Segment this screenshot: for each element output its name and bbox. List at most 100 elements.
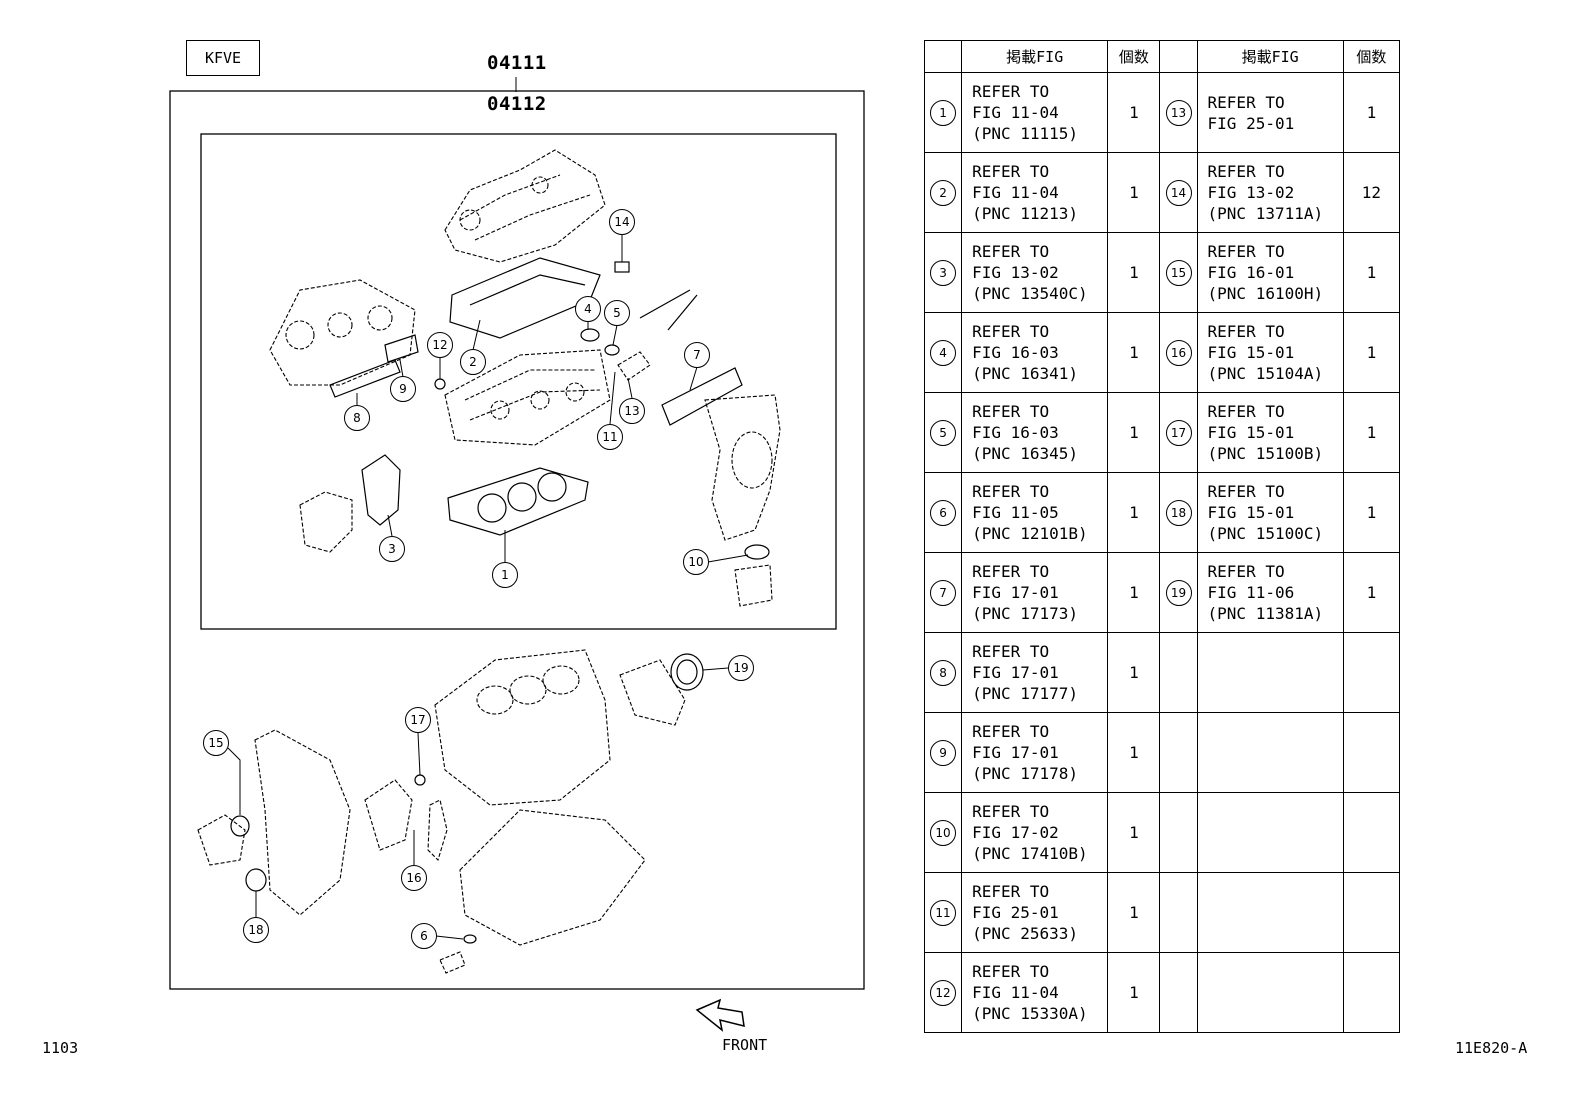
rear-oil-seal-retainer bbox=[619, 653, 704, 726]
callout-18: 18 bbox=[243, 917, 269, 943]
right-item-quantity: 1 bbox=[1342, 232, 1401, 313]
item-number-circle: 12 bbox=[930, 979, 957, 1006]
gasket-16 bbox=[427, 799, 448, 862]
left-item-number: 6 bbox=[923, 472, 963, 553]
header-qty-right: 個数 bbox=[1342, 40, 1401, 73]
right-item-number: 14 bbox=[1159, 152, 1198, 233]
item-number-circle: 15 bbox=[1165, 259, 1192, 286]
oil-pump bbox=[364, 779, 413, 851]
right-item-number bbox=[1159, 712, 1198, 793]
right-item-quantity: 1 bbox=[1342, 472, 1401, 553]
kit-number-inner: 04112 bbox=[487, 93, 547, 115]
header-qty-left: 個数 bbox=[1107, 40, 1161, 73]
left-item-reference: REFER TO FIG 16-03 (PNC 16345) bbox=[961, 392, 1109, 473]
left-item-number: 7 bbox=[923, 552, 963, 633]
left-item-quantity: 1 bbox=[1107, 712, 1161, 793]
callout-13: 13 bbox=[619, 398, 645, 424]
timing-chain-cover bbox=[254, 729, 351, 916]
front-label: FRONT bbox=[722, 1036, 768, 1054]
left-item-reference: REFER TO FIG 17-01 (PNC 17177) bbox=[961, 632, 1109, 713]
left-item-quantity: 1 bbox=[1107, 312, 1161, 393]
item-number-circle: 6 bbox=[930, 499, 957, 526]
cylinder-block bbox=[434, 649, 611, 806]
oil-pan bbox=[459, 809, 646, 946]
water-pump-gasket bbox=[230, 815, 250, 837]
right-item-number bbox=[1159, 952, 1198, 1033]
oil-seal-6 bbox=[463, 934, 477, 944]
left-item-reference: REFER TO FIG 16-03 (PNC 16341) bbox=[961, 312, 1109, 393]
left-item-number: 5 bbox=[923, 392, 963, 473]
item-number-circle: 7 bbox=[930, 579, 957, 606]
item-number-circle: 18 bbox=[1165, 499, 1192, 526]
header-fig-left: 掲載FIG bbox=[961, 40, 1109, 73]
page-number: 1103 bbox=[42, 1039, 79, 1057]
drain-plug bbox=[439, 951, 466, 974]
left-item-number: 8 bbox=[923, 632, 963, 713]
callout-14: 14 bbox=[609, 209, 635, 235]
header-num-left bbox=[923, 40, 963, 73]
left-item-reference: REFER TO FIG 11-05 (PNC 12101B) bbox=[961, 472, 1109, 553]
callout-1: 1 bbox=[492, 562, 518, 588]
item-number-circle: 8 bbox=[930, 659, 957, 686]
right-item-number: 13 bbox=[1159, 72, 1198, 153]
callout-17: 17 bbox=[405, 707, 431, 733]
engine-code-tag: KFVE bbox=[186, 40, 260, 76]
oring-17 bbox=[414, 774, 426, 786]
callout-8: 8 bbox=[344, 405, 370, 431]
header-num-right bbox=[1159, 40, 1198, 73]
left-item-reference: REFER TO FIG 11-04 (PNC 15330A) bbox=[961, 952, 1109, 1033]
callout-9: 9 bbox=[390, 376, 416, 402]
right-item-number: 19 bbox=[1159, 552, 1198, 633]
callout-11: 11 bbox=[597, 424, 623, 450]
callout-16: 16 bbox=[401, 865, 427, 891]
valve-stem-seal-group bbox=[580, 245, 698, 381]
callout-4: 4 bbox=[575, 296, 601, 322]
callout-12: 12 bbox=[427, 332, 453, 358]
callout-leaders bbox=[227, 234, 749, 940]
callout-5: 5 bbox=[604, 300, 630, 326]
item-number-circle: 16 bbox=[1165, 339, 1192, 366]
right-item-quantity: 1 bbox=[1342, 72, 1401, 153]
left-item-number: 10 bbox=[923, 792, 963, 873]
left-item-reference: REFER TO FIG 25-01 (PNC 25633) bbox=[961, 872, 1109, 953]
right-item-number bbox=[1159, 792, 1198, 873]
cylinder-head-cover bbox=[444, 149, 606, 263]
item-number-circle: 19 bbox=[1165, 579, 1192, 606]
right-item-quantity: 1 bbox=[1342, 312, 1401, 393]
left-item-reference: REFER TO FIG 13-02 (PNC 13540C) bbox=[961, 232, 1109, 313]
figure-code: 11E820-A bbox=[1455, 1039, 1528, 1057]
callout-19: 19 bbox=[728, 655, 754, 681]
item-number-circle: 11 bbox=[930, 899, 957, 926]
item-number-circle: 2 bbox=[930, 179, 957, 206]
item-number-circle: 4 bbox=[930, 339, 957, 366]
item-number-circle: 10 bbox=[930, 819, 957, 846]
right-item-number: 15 bbox=[1159, 232, 1198, 313]
left-item-quantity: 1 bbox=[1107, 872, 1161, 953]
left-item-number: 9 bbox=[923, 712, 963, 793]
right-item-number: 17 bbox=[1159, 392, 1198, 473]
diagram-artwork bbox=[169, 77, 865, 1032]
exhaust-manifold-gasket bbox=[661, 367, 743, 426]
left-item-reference: REFER TO FIG 17-01 (PNC 17178) bbox=[961, 712, 1109, 793]
water-inlet-gasket bbox=[361, 454, 401, 526]
right-item-reference: REFER TO FIG 16-01 (PNC 16100H) bbox=[1196, 232, 1344, 313]
right-item-reference: REFER TO FIG 13-02 (PNC 13711A) bbox=[1196, 152, 1344, 233]
right-item-number bbox=[1159, 872, 1198, 953]
left-item-number: 4 bbox=[923, 312, 963, 393]
item-number-circle: 14 bbox=[1165, 179, 1192, 206]
left-item-quantity: 1 bbox=[1107, 152, 1161, 233]
exhaust-manifold bbox=[704, 394, 781, 607]
right-item-number bbox=[1159, 632, 1198, 713]
plug-ring-12 bbox=[434, 378, 446, 390]
